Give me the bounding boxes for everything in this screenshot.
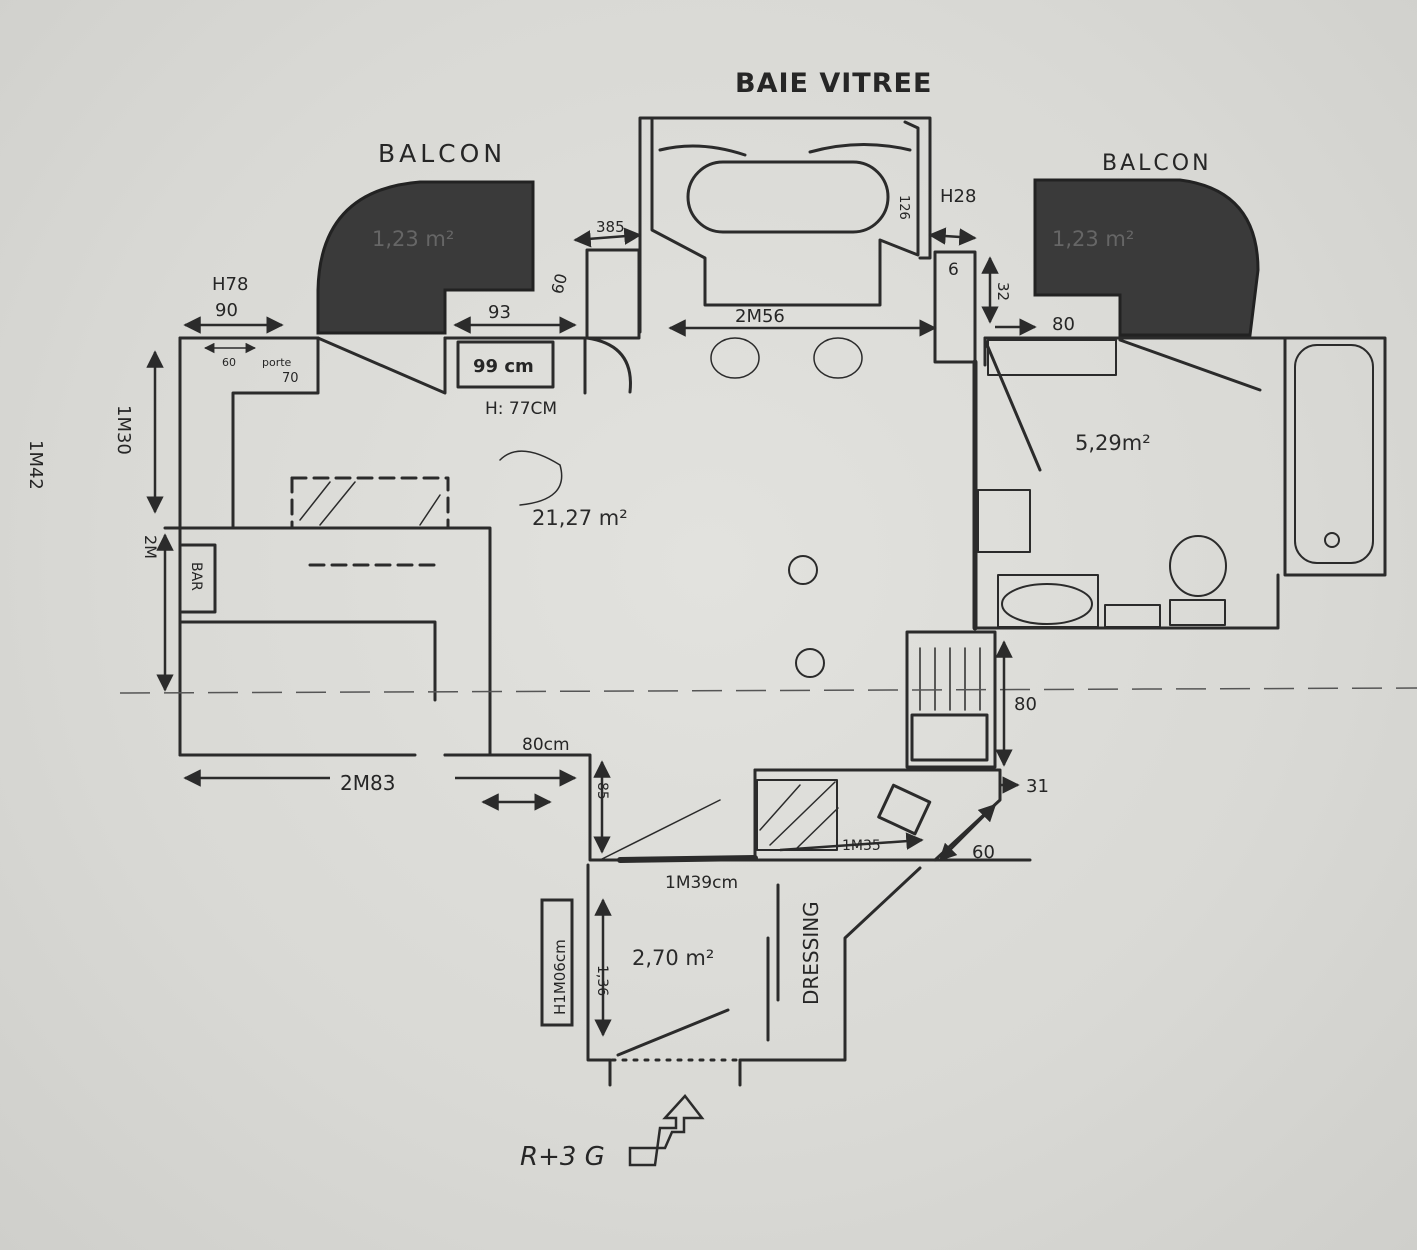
dim-60-vertical: 60: [548, 271, 572, 296]
label-dressing: DRESSING: [799, 901, 823, 1005]
dim-32: 32: [994, 282, 1012, 301]
dim-1m35: 1M35: [842, 838, 881, 854]
shelf-porte: porte: [262, 356, 292, 369]
floor-arrow-icon: [628, 1094, 705, 1167]
dim-2m: 2M: [141, 535, 160, 559]
shelf-70: 70: [282, 371, 299, 386]
dim-31: 31: [1026, 776, 1049, 797]
dim-1-36: 1,36: [594, 965, 610, 996]
label-balcon-left: BALCON: [378, 139, 506, 168]
shelf-60: 60: [222, 356, 236, 369]
balcony-right: [1033, 178, 1260, 337]
dim-1m39: 1M39cm: [665, 873, 738, 893]
desk-width: 99 cm: [473, 356, 534, 377]
balcony-left-area: 1,23 m²: [372, 227, 454, 251]
dim-1m42: 1M42: [25, 440, 46, 490]
balcony-right-area: 1,23 m²: [1052, 227, 1134, 251]
dim-60-diag: 60: [972, 842, 995, 863]
dim-2m56: 2M56: [735, 306, 785, 327]
main-room-area: 21,27 m²: [532, 506, 628, 530]
dim-h78: H78: [212, 274, 248, 295]
dim-80-top: 80: [1052, 314, 1075, 335]
floor-level-label: R+3 G: [520, 1142, 605, 1172]
dimension-arrows: [146, 227, 1037, 1037]
bay-window: [638, 116, 932, 379]
label-balcon-right: BALCON: [1102, 151, 1212, 176]
dim-93: 93: [488, 302, 511, 323]
label-baie-vitree: BAIE VITREE: [735, 68, 932, 99]
dim-1m30: 1M30: [113, 405, 134, 455]
dim-126: 126: [896, 195, 911, 220]
hatch-fireplace: [299, 481, 441, 526]
dim-385: 385: [596, 218, 625, 236]
balcony-left: [316, 180, 535, 335]
dim-85: 85: [594, 782, 610, 800]
dim-80cm: 80cm: [522, 735, 570, 755]
dim-6: 6: [948, 260, 959, 280]
dim-h28: H28: [940, 186, 976, 207]
label-bar: BAR: [188, 562, 204, 591]
bathroom-area: 5,29m²: [1075, 431, 1151, 455]
walls: [163, 248, 1387, 1087]
dressing-area: 2,70 m²: [632, 946, 714, 970]
dim-2m83: 2M83: [340, 771, 395, 795]
height-marker-box: [540, 898, 574, 1027]
desk-height: H: 77CM: [485, 399, 557, 419]
dim-h1m06: H1M06cm: [551, 939, 569, 1015]
dim-90: 90: [215, 300, 238, 321]
fold-line: [119, 687, 1417, 694]
dim-80-right: 80: [1014, 694, 1037, 715]
